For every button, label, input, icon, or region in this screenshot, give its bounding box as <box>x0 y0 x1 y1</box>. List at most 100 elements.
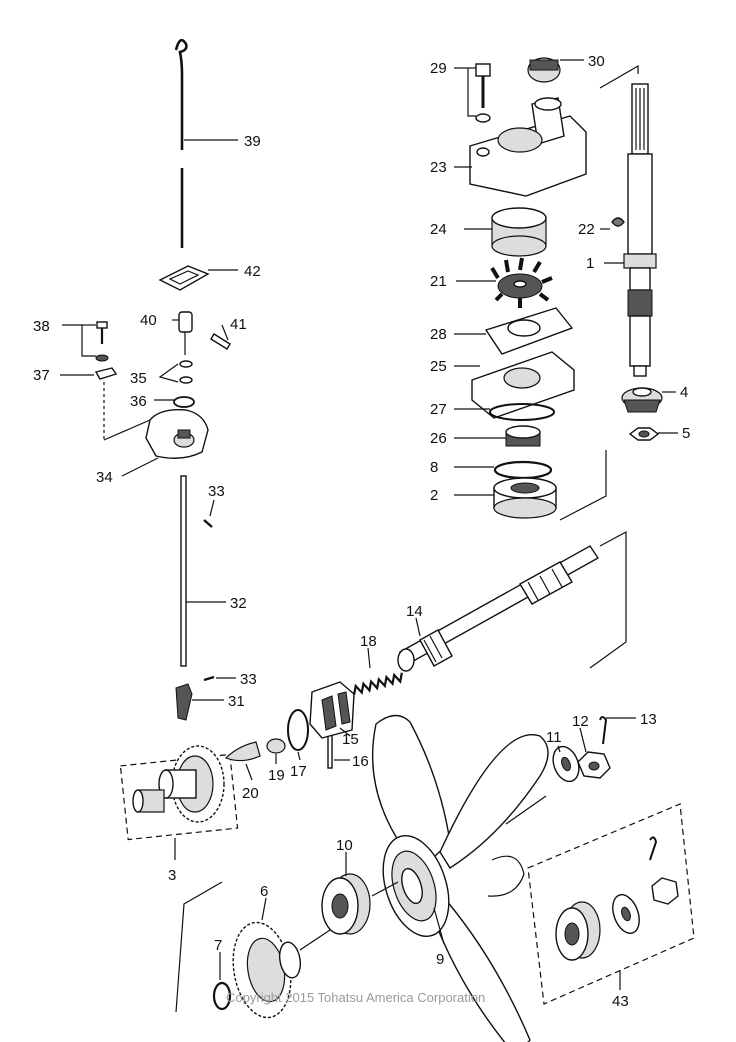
leader-14 <box>415 617 421 637</box>
part-33-pin-lower <box>203 675 215 682</box>
copyright-watermark: Copyright 2015 Tohatsu America Corporati… <box>226 990 485 1005</box>
callout-41: 41 <box>230 316 247 333</box>
callout-23: 23 <box>430 159 447 176</box>
leader-38 <box>62 324 96 357</box>
guide-7 <box>175 881 223 1013</box>
part-16-pin <box>327 733 333 769</box>
callout-22: 22 <box>578 221 595 238</box>
part-34-shift-lever <box>103 409 209 459</box>
callout-43: 43 <box>612 993 629 1010</box>
part-39-shift-rod <box>174 38 188 248</box>
callout-14: 14 <box>406 603 423 620</box>
callout-25: 25 <box>430 358 447 375</box>
callout-19: 19 <box>268 767 285 784</box>
assembly-3-box <box>119 753 239 841</box>
part-5-nut <box>628 427 660 441</box>
leader-11 <box>557 745 561 753</box>
part-13-cotter-pin <box>599 716 608 745</box>
part-2-ball-bearing <box>493 477 557 519</box>
part-27-o-ring <box>489 403 555 421</box>
callout-29: 29 <box>430 60 447 77</box>
leader-9 <box>433 907 445 945</box>
part-31-shift-cam <box>175 683 193 721</box>
leader-34 <box>121 457 159 477</box>
guide-2 <box>559 450 607 521</box>
callout-21: 21 <box>430 273 447 290</box>
leader-20 <box>245 763 253 781</box>
part-17-spring-clip <box>287 709 309 751</box>
callout-27: 27 <box>430 401 447 418</box>
leader-41 <box>221 324 229 341</box>
part-29-bolt <box>475 63 491 123</box>
callout-7: 7 <box>214 937 222 954</box>
callout-17: 17 <box>290 763 307 780</box>
part-20-plunger <box>224 741 261 762</box>
callout-28: 28 <box>430 326 447 343</box>
leader-18 <box>367 647 371 669</box>
callout-9: 9 <box>436 951 444 968</box>
callout-36: 36 <box>130 393 147 410</box>
guide-14 <box>589 530 627 669</box>
part-33-pin-upper <box>203 519 213 528</box>
part-23-pump-housing <box>469 97 587 197</box>
callout-33-lower: 33 <box>240 671 257 688</box>
part-11-washer <box>552 745 580 783</box>
part-30-grommet <box>527 57 561 83</box>
callout-8: 8 <box>430 459 438 476</box>
part-15-clutch <box>309 681 355 739</box>
part-32-shift-rod <box>180 475 187 667</box>
leader-35 <box>158 363 179 383</box>
callout-34: 34 <box>96 469 113 486</box>
part-3-forward-gear <box>132 745 225 823</box>
part-43-kit <box>555 836 679 961</box>
leader-12 <box>579 727 587 753</box>
part-14-propeller-shaft <box>397 545 600 672</box>
callout-11: 11 <box>546 729 562 746</box>
part-35-clip-lower <box>179 376 193 384</box>
part-8-ring <box>493 460 553 480</box>
part-12-castle-nut <box>577 751 611 779</box>
part-42-grommet <box>158 265 210 291</box>
callout-32: 32 <box>230 595 247 612</box>
callout-26: 26 <box>430 430 447 447</box>
part-38-bolt-washer <box>95 321 109 362</box>
part-41-pin <box>210 333 231 350</box>
callout-31: 31 <box>228 693 245 710</box>
part-21-impeller <box>490 257 553 308</box>
leader-17 <box>297 751 301 761</box>
part-25-pump-base <box>471 351 575 419</box>
part-22-key <box>611 217 625 227</box>
guide-9 <box>505 795 547 825</box>
callout-1: 1 <box>586 255 594 272</box>
part-28-gasket <box>484 307 574 355</box>
callout-38: 38 <box>33 318 50 335</box>
guide-10 <box>371 881 399 897</box>
callout-37: 37 <box>33 367 50 384</box>
part-6-reverse-gear <box>232 921 302 1019</box>
part-9-propeller <box>371 714 549 1042</box>
callout-15: 15 <box>342 731 359 748</box>
callout-40: 40 <box>140 312 157 329</box>
callout-4: 4 <box>680 384 688 401</box>
callout-16: 16 <box>352 753 369 770</box>
leader-6 <box>261 897 267 921</box>
callout-30: 30 <box>588 53 605 70</box>
part-36-o-ring <box>173 396 195 408</box>
callout-6: 6 <box>260 883 268 900</box>
callout-33-upper: 33 <box>208 483 225 500</box>
part-18-spring <box>352 672 403 695</box>
callout-13: 13 <box>640 711 657 728</box>
callout-5: 5 <box>682 425 690 442</box>
part-1-drive-shaft <box>623 83 657 377</box>
part-7-washer <box>212 981 232 1011</box>
callout-20: 20 <box>242 785 259 802</box>
guide-1 <box>599 64 639 89</box>
callout-10: 10 <box>336 837 353 854</box>
part-4-pinion-gear <box>621 387 663 413</box>
part-10-thrust-holder <box>321 873 371 935</box>
callout-42: 42 <box>244 263 261 280</box>
callout-18: 18 <box>360 633 377 650</box>
part-40-connector <box>178 311 193 355</box>
part-26-bearing <box>505 425 541 447</box>
